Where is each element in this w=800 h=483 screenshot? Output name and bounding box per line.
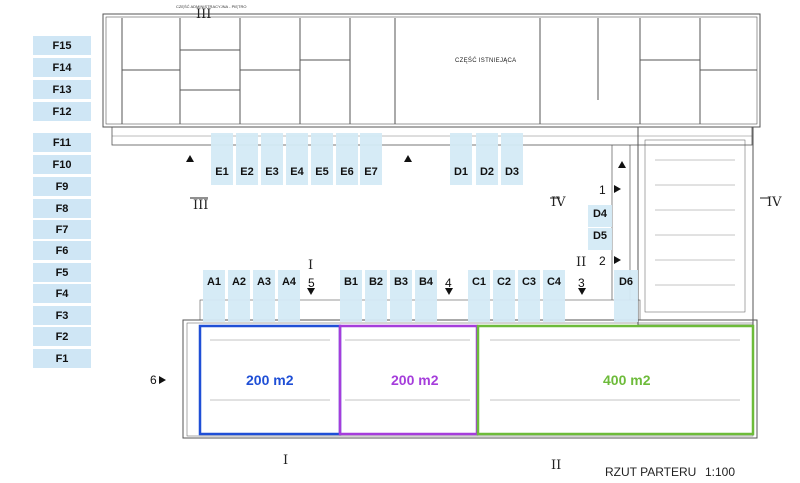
unit-label-b1: B1 [343, 276, 359, 288]
floor-label[interactable]: F11 [33, 133, 91, 152]
floor-label[interactable]: F9 [33, 177, 91, 196]
unit-block-c4[interactable] [543, 270, 565, 322]
top-note: CZĘŚĆ ADMINISTRACYJNA - PIĘTRO [176, 4, 247, 9]
unit-label-d5: D5 [592, 230, 608, 242]
unit-block-e5[interactable] [311, 133, 333, 185]
unit-block-b2[interactable] [365, 270, 387, 322]
unit-label-b3: B3 [393, 276, 409, 288]
unit-block-e3[interactable] [261, 133, 283, 185]
unit-label-d2: D2 [479, 166, 495, 178]
floor-label[interactable]: F15 [33, 36, 91, 55]
unit-block-e7[interactable] [360, 133, 382, 185]
unit-label-e4: E4 [290, 166, 304, 178]
entry-number-6: 6 [150, 373, 157, 387]
unit-label-a4: A4 [281, 276, 297, 288]
unit-block-a3[interactable] [253, 270, 275, 322]
area-outline-green [476, 324, 755, 436]
area-label-green: 400 m2 [603, 372, 651, 388]
floor-label[interactable]: F8 [33, 199, 91, 218]
floor-label[interactable]: F13 [33, 80, 91, 99]
drawing-scale: 1:100 [705, 465, 736, 479]
floor-label[interactable]: F1 [33, 349, 91, 368]
unit-label-b2: B2 [368, 276, 384, 288]
unit-block-d1[interactable] [450, 133, 472, 185]
unit-label-e6: E6 [340, 166, 354, 178]
floor-label[interactable]: F4 [33, 284, 91, 303]
unit-block-a1[interactable] [203, 270, 225, 322]
unit-block-d6[interactable] [614, 270, 638, 322]
unit-block-c1[interactable] [468, 270, 490, 322]
unit-block-b1[interactable] [340, 270, 362, 322]
unit-label-d3: D3 [504, 166, 520, 178]
area-label-purple: 200 m2 [391, 372, 439, 388]
unit-label-e3: E3 [265, 166, 279, 178]
unit-label-e2: E2 [240, 166, 254, 178]
unit-label-c4: C4 [546, 276, 562, 288]
section-mark-ii-top: II [576, 255, 587, 270]
floor-label[interactable]: F3 [33, 306, 91, 325]
section-mark-iii-top: III [196, 7, 212, 22]
unit-label-c1: C1 [471, 276, 487, 288]
entrance-arrows [159, 155, 626, 384]
unit-label-e5: E5 [315, 166, 329, 178]
unit-label-d4: D4 [592, 208, 608, 220]
floor-label[interactable]: F12 [33, 102, 91, 121]
entry-number-5: 5 [308, 276, 315, 290]
entry-number-2: 2 [599, 254, 606, 268]
section-mark-i-bottom: I [283, 453, 289, 468]
unit-block-e1[interactable] [211, 133, 233, 185]
unit-block-a2[interactable] [228, 270, 250, 322]
area-label-blue: 200 m2 [246, 372, 294, 388]
unit-block-d5[interactable] [588, 228, 612, 250]
unit-label-c3: C3 [521, 276, 537, 288]
section-mark-iv: IV [551, 195, 566, 210]
floor-label[interactable]: F2 [33, 327, 91, 346]
unit-label-a2: A2 [231, 276, 247, 288]
floor-label[interactable]: F5 [33, 263, 91, 282]
existing-part-label: CZĘŚĆ ISTNIEJĄCA [455, 58, 517, 64]
unit-block-d2[interactable] [476, 133, 498, 185]
unit-label-d6: D6 [618, 276, 634, 288]
unit-label-a1: A1 [206, 276, 222, 288]
unit-block-d4[interactable] [588, 205, 612, 227]
unit-block-e2[interactable] [236, 133, 258, 185]
unit-block-b3[interactable] [390, 270, 412, 322]
section-mark-iv-right: IV [767, 195, 782, 210]
section-mark-iii: III [193, 198, 209, 213]
section-mark-ii-bottom: II [551, 458, 562, 473]
entry-number-3: 3 [578, 276, 585, 290]
entry-number-1: 1 [599, 183, 606, 197]
entry-number-4: 4 [445, 276, 452, 290]
unit-label-c2: C2 [496, 276, 512, 288]
unit-block-e6[interactable] [336, 133, 358, 185]
unit-block-c2[interactable] [493, 270, 515, 322]
unit-label-a3: A3 [256, 276, 272, 288]
unit-label-e7: E7 [364, 166, 378, 178]
unit-block-e4[interactable] [286, 133, 308, 185]
building-outline [102, 13, 761, 439]
unit-label-e1: E1 [215, 166, 229, 178]
unit-label-d1: D1 [453, 166, 469, 178]
unit-block-d3[interactable] [501, 133, 523, 185]
drawing-title: RZUT PARTERU [605, 465, 697, 479]
unit-block-b4[interactable] [415, 270, 437, 322]
unit-block-a4[interactable] [278, 270, 300, 322]
unit-block-c3[interactable] [518, 270, 540, 322]
unit-label-b4: B4 [418, 276, 434, 288]
section-mark-i-top: I [308, 258, 314, 273]
floor-label[interactable]: F10 [33, 155, 91, 174]
floor-label[interactable]: F14 [33, 58, 91, 77]
floor-label[interactable]: F6 [33, 241, 91, 260]
floor-label[interactable]: F7 [33, 220, 91, 239]
equipment-lines [210, 159, 740, 401]
